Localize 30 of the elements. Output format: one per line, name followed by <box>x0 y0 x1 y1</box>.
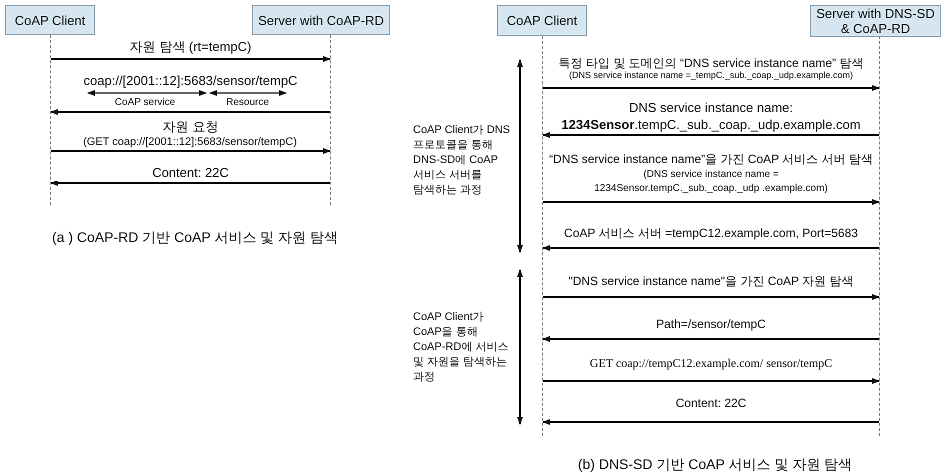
message-arrow <box>50 180 330 186</box>
message-arrow <box>51 56 331 62</box>
caption: (b) DNS-SD 기반 CoAP 서비스 및 자원 탐색 <box>576 455 854 473</box>
message-arrow <box>542 245 879 251</box>
note-text: (DNS service instance name = 1234Sensor.tempC._sub._coap._udp .example.com) <box>593 168 829 196</box>
message-arrow <box>542 132 879 138</box>
phase-note: CoAP Client가 CoAP을 통해 CoAP-RD에 서비스 및 자원을 탐색하는 과정 <box>413 310 510 385</box>
lifeline <box>542 36 543 436</box>
phase-note: CoAP Client가 DNS 프로토콜을 통해 DNS-SD에 CoAP 서비스 서버를 탐색하는 과정 <box>413 123 511 198</box>
message-arrow <box>51 148 331 154</box>
lifeline <box>330 35 331 205</box>
message-arrow <box>543 85 880 91</box>
note-text: CoAP service <box>114 96 176 110</box>
edge-label: “DNS service instance name”을 가진 CoAP 서비스 서버 탐색 <box>548 151 874 167</box>
message-arrow <box>50 109 330 115</box>
lifeline-header-box: Server with CoAP-RD <box>252 5 390 35</box>
lifeline-header-box: CoAP Client <box>5 5 95 35</box>
lifeline-header-box: Server with DNS-SD & CoAP-RD <box>810 5 941 37</box>
lifeline-header-box: CoAP Client <box>497 5 587 36</box>
message-arrow <box>542 419 879 425</box>
message-arrow <box>543 294 880 300</box>
message-arrow <box>542 336 879 342</box>
note-text: Resource <box>225 96 270 110</box>
lifeline <box>879 36 880 436</box>
caption: (a ) CoAP-RD 기반 CoAP 서비스 및 자원 탐색 <box>50 228 339 246</box>
note-text: (GET coap://[2001::12]:5683/sensor/tempC) <box>82 135 298 150</box>
message-arrow <box>543 199 880 205</box>
lifeline <box>50 35 51 205</box>
note-text: (DNS service instance name =_tempC._sub._coap._udp.example.com) <box>568 69 854 82</box>
message-arrow <box>543 378 880 384</box>
